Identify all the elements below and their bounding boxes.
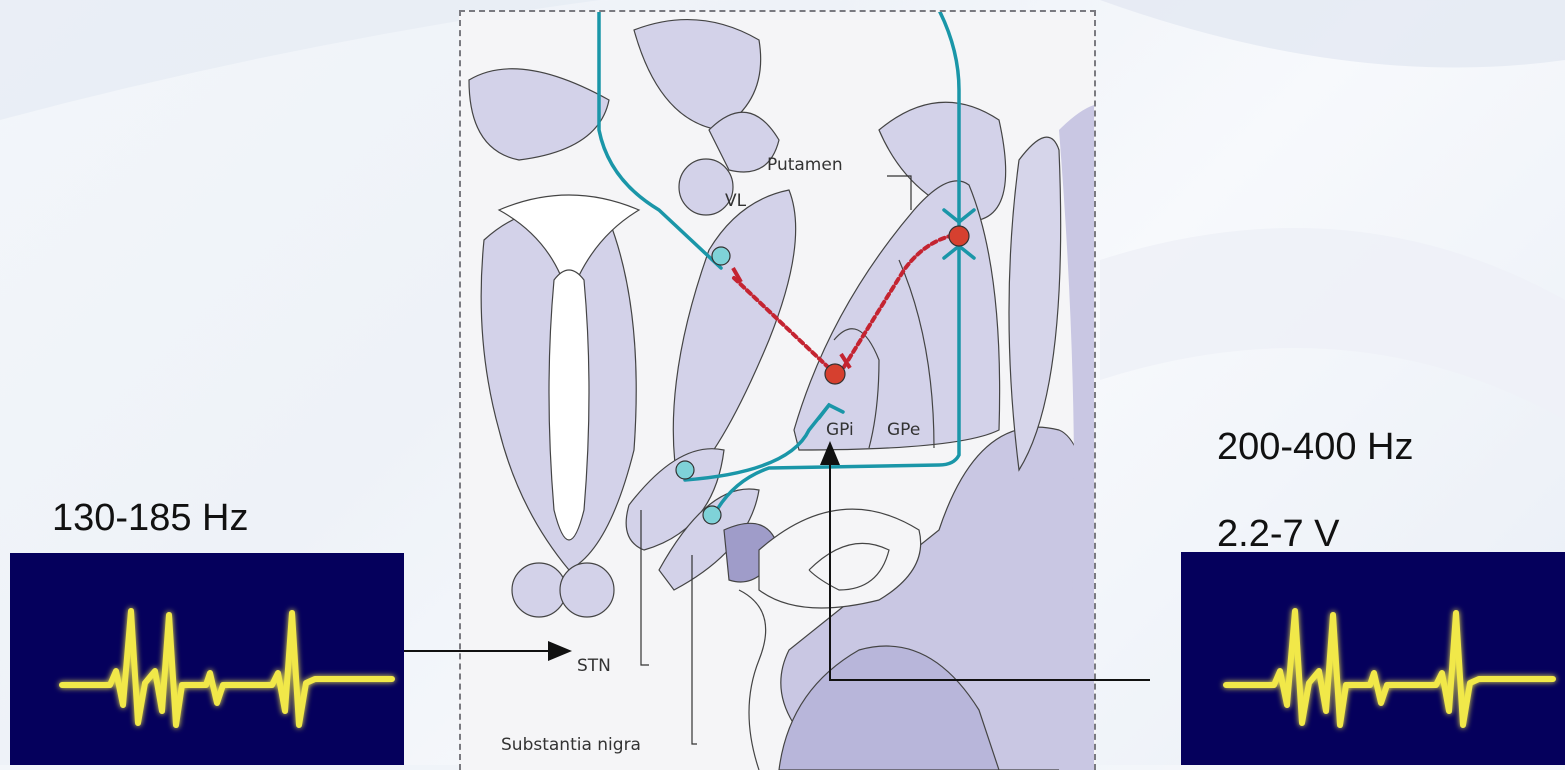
putamen-label: Putamen — [767, 155, 843, 175]
brain-anatomy-drawing — [459, 10, 1096, 770]
right-voltage-label: 2.2-7 V — [1217, 513, 1340, 556]
left-waveform-display — [10, 553, 404, 765]
basal-ganglia-diagram: Putamen VL GPi GPe STN Substantia nigra — [459, 10, 1096, 770]
right-frequency-label: 200-400 Hz — [1217, 426, 1413, 469]
vl-label: VL — [725, 191, 746, 211]
gpi-label: GPi — [826, 420, 854, 440]
substantia-nigra-label: Substantia nigra — [501, 735, 641, 755]
right-waveform — [1181, 552, 1565, 765]
gpe-label: GPe — [887, 420, 920, 440]
right-waveform-display — [1181, 552, 1565, 765]
left-frequency-label: 130-185 Hz — [52, 497, 248, 540]
right-pulse-trace — [1226, 611, 1553, 725]
left-pulse-trace — [62, 611, 392, 725]
left-waveform — [10, 553, 404, 765]
stn-label: STN — [577, 656, 611, 676]
